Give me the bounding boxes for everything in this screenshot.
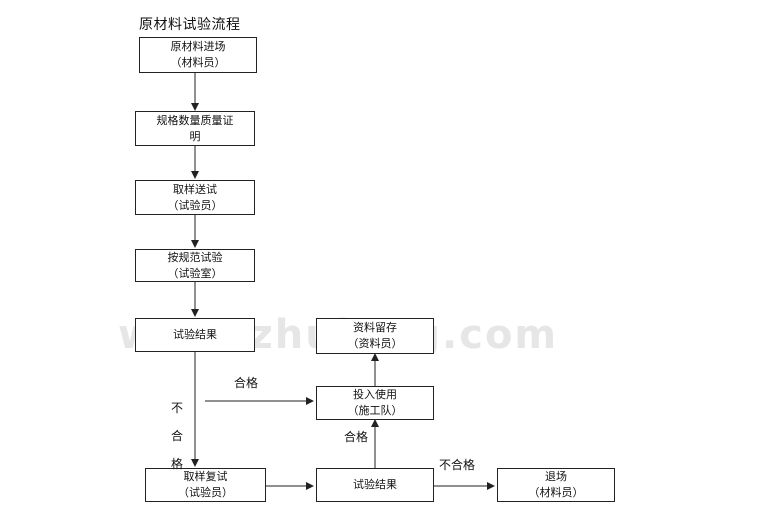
box-archive-line1: 资料留存 bbox=[353, 321, 397, 334]
box-resample-line2: （试验员） bbox=[178, 486, 233, 499]
box-material-incoming-line2: （材料员） bbox=[170, 56, 226, 69]
box-testing-line2: （试验室） bbox=[167, 266, 223, 280]
label-pass-1: 合格 bbox=[234, 376, 259, 390]
box-put-into-use-line2: （施工队） bbox=[347, 404, 403, 417]
box-test-result-1-line1: 试验结果 bbox=[173, 328, 217, 341]
box-resample: 取样复试 （试验员） bbox=[145, 468, 266, 502]
label-fail-char-2: 合 bbox=[170, 429, 183, 443]
label-fail-char-3: 格 bbox=[170, 457, 183, 471]
box-sampling-line1: 取样送试 bbox=[173, 182, 217, 196]
box-return: 退场 （材料员） bbox=[497, 468, 615, 502]
box-put-into-use: 投入使用 （施工队） bbox=[316, 386, 434, 420]
box-test-result-2-line1: 试验结果 bbox=[353, 478, 397, 491]
box-archive: 资料留存 （资料员） bbox=[316, 318, 434, 354]
box-sampling: 取样送试 （试验员） bbox=[135, 180, 255, 215]
box-return-line2: （材料员） bbox=[528, 486, 584, 499]
box-material-incoming-line1: 原材料进场 bbox=[170, 40, 226, 53]
box-material-incoming: 原材料进场 （材料员） bbox=[139, 37, 257, 73]
box-put-into-use-line1: 投入使用 bbox=[353, 388, 397, 401]
box-testing: 按规范试验 （试验室） bbox=[135, 249, 255, 282]
box-testing-line1: 按规范试验 bbox=[167, 250, 223, 264]
box-spec-check: 规格数量质量证 明 bbox=[135, 111, 255, 146]
label-fail-horizontal: 不合格 bbox=[439, 458, 476, 472]
box-spec-check-line1: 规格数量质量证 bbox=[156, 113, 234, 127]
label-pass-2: 合格 bbox=[344, 430, 369, 444]
label-fail-vertical: 不 合 格 bbox=[169, 394, 185, 478]
box-return-line1: 退场 bbox=[545, 470, 567, 483]
box-resample-line1: 取样复试 bbox=[183, 470, 228, 483]
box-archive-line2: （资料员） bbox=[347, 337, 403, 350]
box-sampling-line2: （试验员） bbox=[167, 198, 223, 212]
diagram-title: 原材料试验流程 bbox=[139, 17, 241, 33]
box-test-result-2: 试验结果 bbox=[316, 468, 434, 502]
label-fail-char-1: 不 bbox=[170, 401, 183, 415]
box-test-result-1: 试验结果 bbox=[135, 318, 255, 352]
box-spec-check-line2: 明 bbox=[189, 129, 201, 143]
